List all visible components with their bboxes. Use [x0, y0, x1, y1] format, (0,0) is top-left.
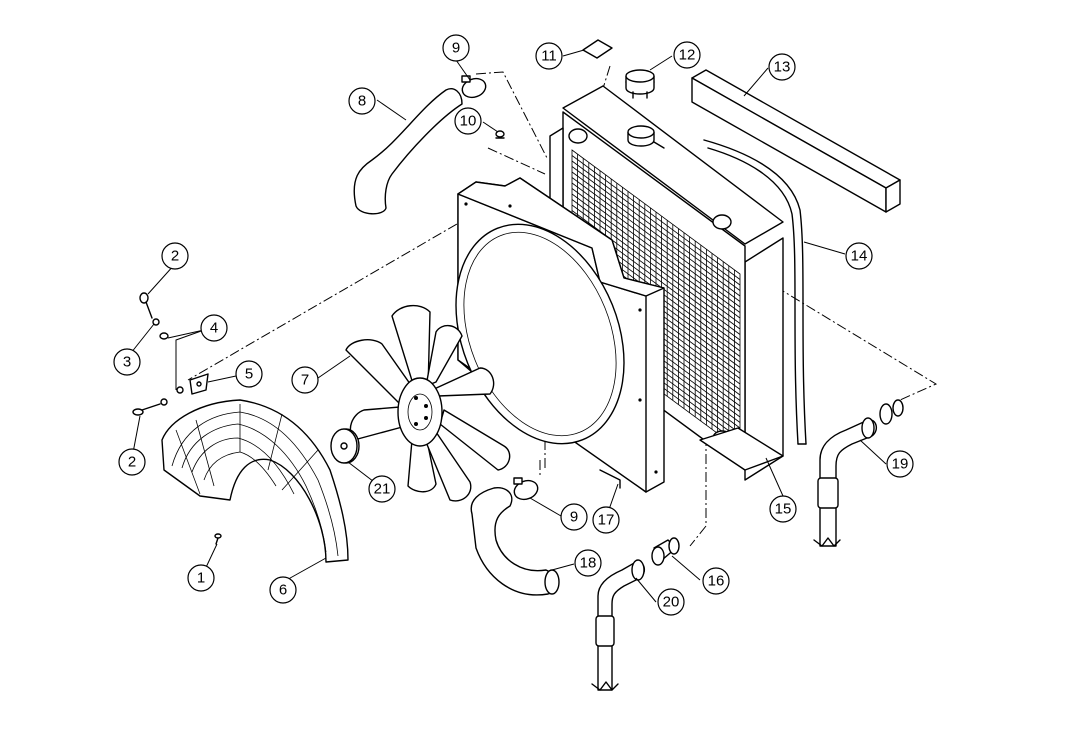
callout-3: 3	[113, 348, 141, 376]
svg-text:21: 21	[374, 481, 391, 498]
guard-screw-1	[214, 533, 222, 545]
foam-strip	[691, 69, 901, 213]
svg-text:20: 20	[663, 594, 680, 611]
callout-10: 10	[454, 107, 482, 135]
callout-8: 8	[348, 87, 376, 115]
bolt-2-upper	[139, 292, 153, 319]
callout-20: 20	[657, 588, 685, 616]
callout-12: 12	[673, 41, 701, 69]
lower-hose	[470, 487, 560, 596]
washer-4-upper	[159, 332, 169, 340]
hose-clamp-lower	[513, 477, 539, 501]
callout-9-upper: 9	[442, 34, 470, 62]
svg-text:2: 2	[128, 454, 136, 471]
callout-16: 16	[702, 567, 730, 595]
svg-text:9: 9	[570, 509, 578, 526]
svg-text:7: 7	[301, 372, 309, 389]
callout-19: 19	[886, 450, 914, 478]
svg-text:16: 16	[708, 573, 725, 590]
callout-7: 7	[291, 366, 319, 394]
hose-20	[591, 559, 646, 691]
fan-shroud	[455, 177, 665, 493]
radiator-cap	[625, 69, 655, 99]
hose-19	[813, 399, 904, 547]
svg-text:11: 11	[541, 48, 557, 65]
washer-3	[152, 318, 160, 326]
warning-label	[582, 39, 613, 59]
filler-neck	[627, 125, 665, 149]
svg-text:1: 1	[197, 570, 205, 587]
svg-text:9: 9	[452, 40, 460, 57]
svg-text:3: 3	[123, 354, 131, 371]
bracket-5	[176, 373, 209, 395]
callout-4: 4	[200, 314, 228, 342]
fan-spacer	[330, 428, 360, 464]
fan	[345, 305, 511, 502]
svg-text:8: 8	[358, 93, 366, 110]
svg-text:10: 10	[460, 113, 477, 130]
callout-21: 21	[368, 475, 396, 503]
hose-clamp-upper	[461, 75, 487, 99]
svg-text:4: 4	[210, 320, 218, 337]
svg-text:13: 13	[774, 59, 791, 76]
callout-2-upper: 2	[161, 242, 189, 270]
overflow-hose	[703, 139, 807, 445]
svg-text:12: 12	[679, 47, 696, 64]
svg-text:6: 6	[279, 582, 287, 599]
callout-2-lower: 2	[118, 448, 146, 476]
callout-bubbles: 1 2 2 3 4 5 6 7 8 9 9 10 11 12 13 14 15 …	[113, 34, 914, 616]
svg-text:2: 2	[171, 248, 179, 265]
callout-15: 15	[769, 495, 797, 523]
svg-text:17: 17	[598, 512, 615, 529]
callout-13: 13	[768, 53, 796, 81]
svg-text:19: 19	[892, 456, 909, 473]
svg-text:5: 5	[245, 366, 253, 383]
callout-18: 18	[574, 549, 602, 577]
leader-lines	[126, 49, 887, 603]
bleed-screw	[495, 130, 505, 139]
callout-6: 6	[269, 576, 297, 604]
svg-text:14: 14	[851, 248, 868, 265]
callout-14: 14	[845, 242, 873, 270]
callout-11: 11	[535, 42, 563, 70]
fitting-16	[651, 537, 680, 566]
svg-text:18: 18	[580, 555, 597, 572]
callout-5: 5	[235, 360, 263, 388]
callout-1: 1	[187, 564, 215, 592]
callout-9-lower: 9	[560, 503, 588, 531]
svg-text:15: 15	[775, 501, 792, 518]
bolt-2-lower	[132, 398, 168, 416]
fan-guard	[161, 399, 349, 563]
upper-hose	[353, 88, 463, 215]
callout-17: 17	[592, 506, 620, 534]
